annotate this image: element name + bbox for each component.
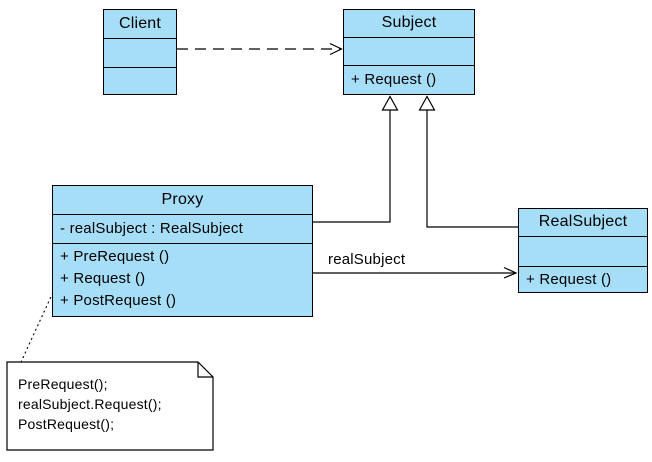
note-text: PreRequest(); realSubject.Request(); Pos… — [18, 374, 162, 434]
note-connector-line — [20, 287, 56, 363]
proxy-attributes-compartment: - realSubject : RealSubject — [53, 214, 312, 243]
realsubject-methods-compartment: + Request () — [519, 266, 647, 292]
realsubject-attributes-compartment — [519, 236, 647, 266]
note-outline — [6, 361, 214, 451]
class-name-realsubject: RealSubject — [538, 213, 628, 230]
open-arrowhead-icon — [329, 42, 343, 56]
method-item: + Request () — [526, 271, 612, 288]
association-role-label: realSubject — [328, 251, 406, 268]
class-box-proxy: Proxy - realSubject : RealSubject + PreR… — [52, 185, 313, 317]
generalization-proxy-to-subject — [313, 95, 399, 223]
class-name-proxy: Proxy — [161, 191, 204, 208]
method-item: + Request () — [60, 270, 146, 287]
client-methods-compartment — [104, 67, 176, 94]
attribute-item: - realSubject : RealSubject — [60, 220, 243, 237]
subject-methods-compartment: + Request () — [344, 65, 474, 94]
note-fold-icon — [197, 362, 213, 378]
method-item: + PreRequest () — [60, 248, 170, 265]
dependency-arrow-client-to-subject — [177, 42, 343, 56]
client-attributes-compartment — [104, 38, 176, 67]
method-item: + PostRequest () — [60, 292, 177, 309]
note-line: realSubject.Request(); — [18, 396, 162, 412]
generalization-line — [426, 110, 518, 228]
method-item: + Request () — [351, 71, 437, 88]
open-arrowhead-icon — [503, 266, 518, 279]
hollow-triangle-arrowhead-icon — [418, 95, 436, 111]
class-name-subject: Subject — [381, 14, 437, 31]
class-name-client: Client — [118, 15, 162, 32]
generalization-realsubject-to-subject — [418, 95, 518, 228]
association-proxy-to-realsubject — [313, 266, 518, 279]
class-box-realsubject: RealSubject + Request () — [518, 208, 648, 293]
note-line: PreRequest(); — [18, 376, 108, 392]
note-shape — [6, 361, 214, 451]
subject-attributes-compartment — [344, 37, 474, 65]
hollow-triangle-arrowhead-icon — [381, 95, 399, 111]
class-box-client: Client — [103, 9, 177, 95]
proxy-methods-compartment: + PreRequest () + Request () + PostReque… — [53, 243, 312, 316]
class-box-subject: Subject + Request () — [343, 9, 475, 95]
generalization-line — [313, 110, 391, 223]
note-line: PostRequest(); — [18, 416, 115, 432]
